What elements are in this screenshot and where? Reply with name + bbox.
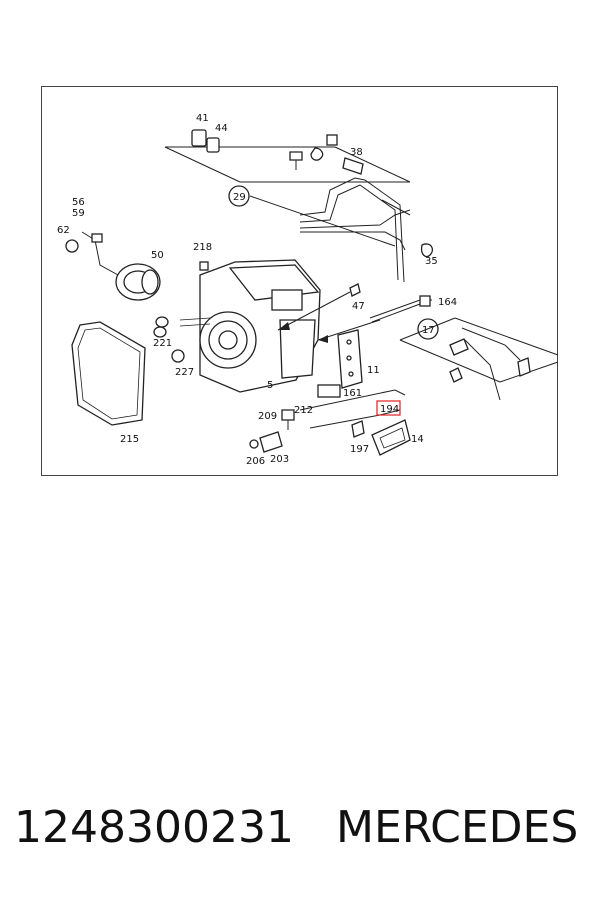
callout-41: 41 <box>196 113 209 124</box>
hardware-209-212 <box>249 409 295 453</box>
brand-name: MERCEDES <box>336 802 579 853</box>
callout-circle-29 <box>228 185 250 207</box>
bolt-group <box>289 134 364 175</box>
callout-197: 197 <box>350 444 369 455</box>
clip-197 <box>351 420 365 438</box>
callout-59: 59 <box>72 208 85 219</box>
callout-56: 56 <box>72 197 85 208</box>
cable-164 <box>369 295 432 323</box>
callout-38: 38 <box>350 147 363 158</box>
callout-50: 50 <box>151 250 164 261</box>
callout-47: 47 <box>352 301 365 312</box>
small-parts-221-227 <box>153 316 185 363</box>
blower-motor-50 <box>65 231 161 301</box>
highlight-box-194 <box>376 400 401 416</box>
clip-41-44 <box>191 129 220 153</box>
callout-215: 215 <box>120 434 139 445</box>
arrow-lines <box>277 291 381 343</box>
callout-221: 221 <box>153 338 172 349</box>
callout-35: 35 <box>425 256 438 267</box>
clip-35 <box>420 243 434 258</box>
callout-206: 206 <box>246 456 265 467</box>
callout-218: 218 <box>193 242 212 253</box>
gasket-215-inner <box>77 327 141 420</box>
callout-17: 17 <box>422 325 435 336</box>
callout-227: 227 <box>175 367 194 378</box>
part-number: 1248300231 <box>14 802 294 853</box>
callout-29: 29 <box>233 192 246 203</box>
callout-11: 11 <box>367 365 380 376</box>
rod-161 <box>299 389 406 411</box>
callout-44: 44 <box>215 123 228 134</box>
heater-housing <box>179 259 341 398</box>
callout-212: 212 <box>294 405 313 416</box>
callout-161: 161 <box>343 388 362 399</box>
lever-assembly-17 <box>399 317 559 401</box>
callout-164: 164 <box>438 297 457 308</box>
callout-203: 203 <box>270 454 289 465</box>
callout-14: 14 <box>411 434 424 445</box>
callout-194: 194 <box>380 404 399 415</box>
gasket-215 <box>71 321 146 426</box>
top-bracket-lines <box>164 146 411 247</box>
callout-62: 62 <box>57 225 70 236</box>
pipe-assembly <box>299 177 411 283</box>
callout-209: 209 <box>258 411 277 422</box>
clip-47 <box>349 283 361 297</box>
callout-5: 5 <box>267 380 273 391</box>
